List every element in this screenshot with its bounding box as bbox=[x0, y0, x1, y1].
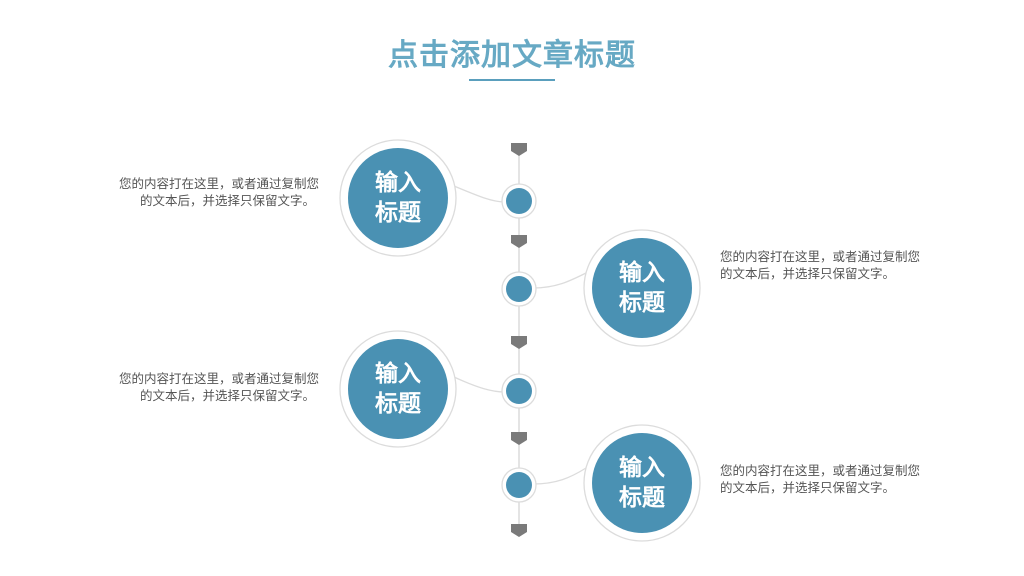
chevron-down-icon bbox=[511, 432, 527, 445]
chevron-down-icon bbox=[511, 524, 527, 537]
item-heading-line1: 输入 bbox=[375, 361, 421, 387]
timeline-node-1 bbox=[506, 188, 532, 214]
description-line1: 您的内容打在这里，或者通过复制您 bbox=[720, 249, 921, 264]
item-description-4[interactable]: 您的内容打在这里，或者通过复制您 的文本后，并选择只保留文字。 bbox=[720, 462, 945, 496]
description-line2: 的文本后，并选择只保留文字。 bbox=[139, 388, 315, 403]
item-heading-bubble-1[interactable]: 输入 标题 bbox=[348, 148, 448, 248]
connector-4 bbox=[532, 467, 587, 485]
timeline-node-2 bbox=[506, 276, 532, 302]
connector-1 bbox=[453, 185, 506, 203]
chevron-down-icon bbox=[511, 143, 527, 156]
description-line2: 的文本后，并选择只保留文字。 bbox=[139, 193, 315, 208]
item-heading-line1: 输入 bbox=[619, 455, 665, 481]
item-description-3[interactable]: 您的内容打在这里，或者通过复制您 的文本后，并选择只保留文字。 bbox=[94, 370, 319, 404]
title-underline bbox=[469, 79, 555, 81]
description-line1: 您的内容打在这里，或者通过复制您 bbox=[118, 176, 319, 191]
connector-3 bbox=[453, 376, 506, 393]
item-heading-bubble-3[interactable]: 输入 标题 bbox=[348, 339, 448, 439]
chevron-down-icon bbox=[511, 235, 527, 248]
item-heading-line2: 标题 bbox=[375, 391, 421, 417]
description-line1: 您的内容打在这里，或者通过复制您 bbox=[118, 371, 319, 386]
timeline-node-3 bbox=[506, 378, 532, 404]
item-description-2[interactable]: 您的内容打在这里，或者通过复制您 的文本后，并选择只保留文字。 bbox=[720, 248, 945, 282]
item-heading-bubble-4[interactable]: 输入 标题 bbox=[592, 433, 692, 533]
description-line2: 的文本后，并选择只保留文字。 bbox=[720, 480, 896, 495]
item-heading-bubble-2[interactable]: 输入 标题 bbox=[592, 238, 692, 338]
timeline-node-4 bbox=[506, 472, 532, 498]
item-heading-line2: 标题 bbox=[619, 290, 665, 316]
item-description-1[interactable]: 您的内容打在这里，或者通过复制您 的文本后，并选择只保留文字。 bbox=[94, 175, 319, 209]
chevron-down-icon bbox=[511, 336, 527, 349]
item-heading-line1: 输入 bbox=[375, 170, 421, 196]
description-line2: 的文本后，并选择只保留文字。 bbox=[720, 266, 896, 281]
item-heading-line2: 标题 bbox=[619, 485, 665, 511]
description-line1: 您的内容打在这里，或者通过复制您 bbox=[720, 463, 921, 478]
item-heading-line2: 标题 bbox=[375, 200, 421, 226]
slide-title[interactable]: 点击添加文章标题 bbox=[388, 38, 636, 73]
connector-2 bbox=[532, 272, 587, 289]
item-heading-line1: 输入 bbox=[619, 260, 665, 286]
